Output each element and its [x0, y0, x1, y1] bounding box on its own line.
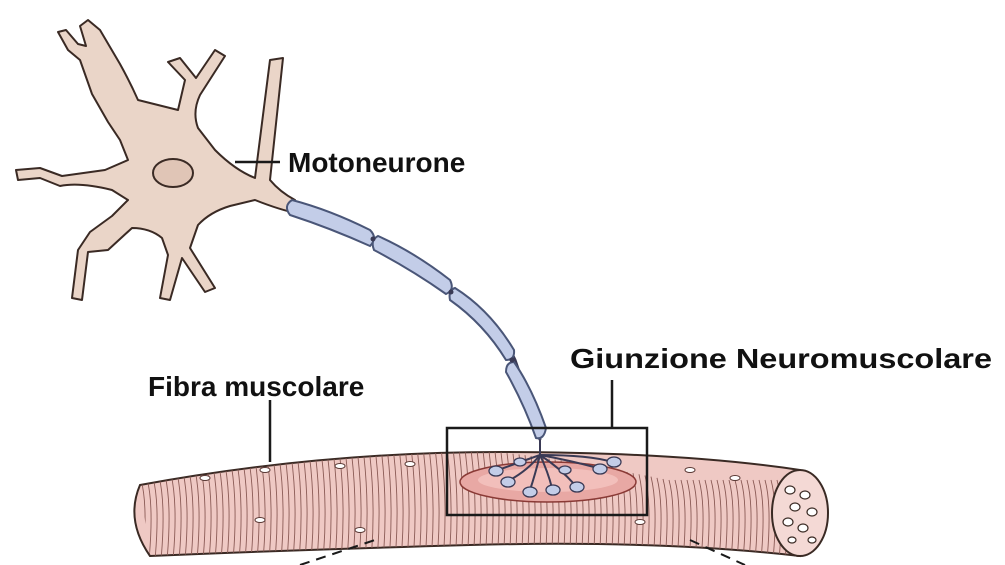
- axon: [287, 200, 546, 440]
- fiber-nucleus: [260, 468, 270, 473]
- fiber-nucleus: [255, 518, 265, 523]
- motor-neuron: [16, 20, 300, 300]
- muscle-fiber-cross-section: [772, 470, 828, 556]
- label-motoneuron: Motoneurone: [288, 147, 465, 178]
- neuron-nucleus: [153, 159, 193, 187]
- neuron-soma: [16, 20, 300, 300]
- motor-end-plate: [460, 440, 636, 502]
- fiber-nucleus: [635, 520, 645, 525]
- fiber-nucleus: [200, 476, 210, 481]
- fiber-nucleus: [405, 462, 415, 467]
- label-junction: Giunzione Neuromuscolare: [570, 343, 992, 374]
- fiber-nucleus: [355, 528, 365, 533]
- myelin-sheaths: [287, 200, 546, 438]
- fiber-nucleus: [335, 464, 345, 469]
- muscle-fiber: [134, 447, 828, 565]
- label-fiber: Fibra muscolare: [148, 371, 364, 402]
- fiber-nucleus: [685, 468, 695, 473]
- fiber-nucleus: [730, 476, 740, 481]
